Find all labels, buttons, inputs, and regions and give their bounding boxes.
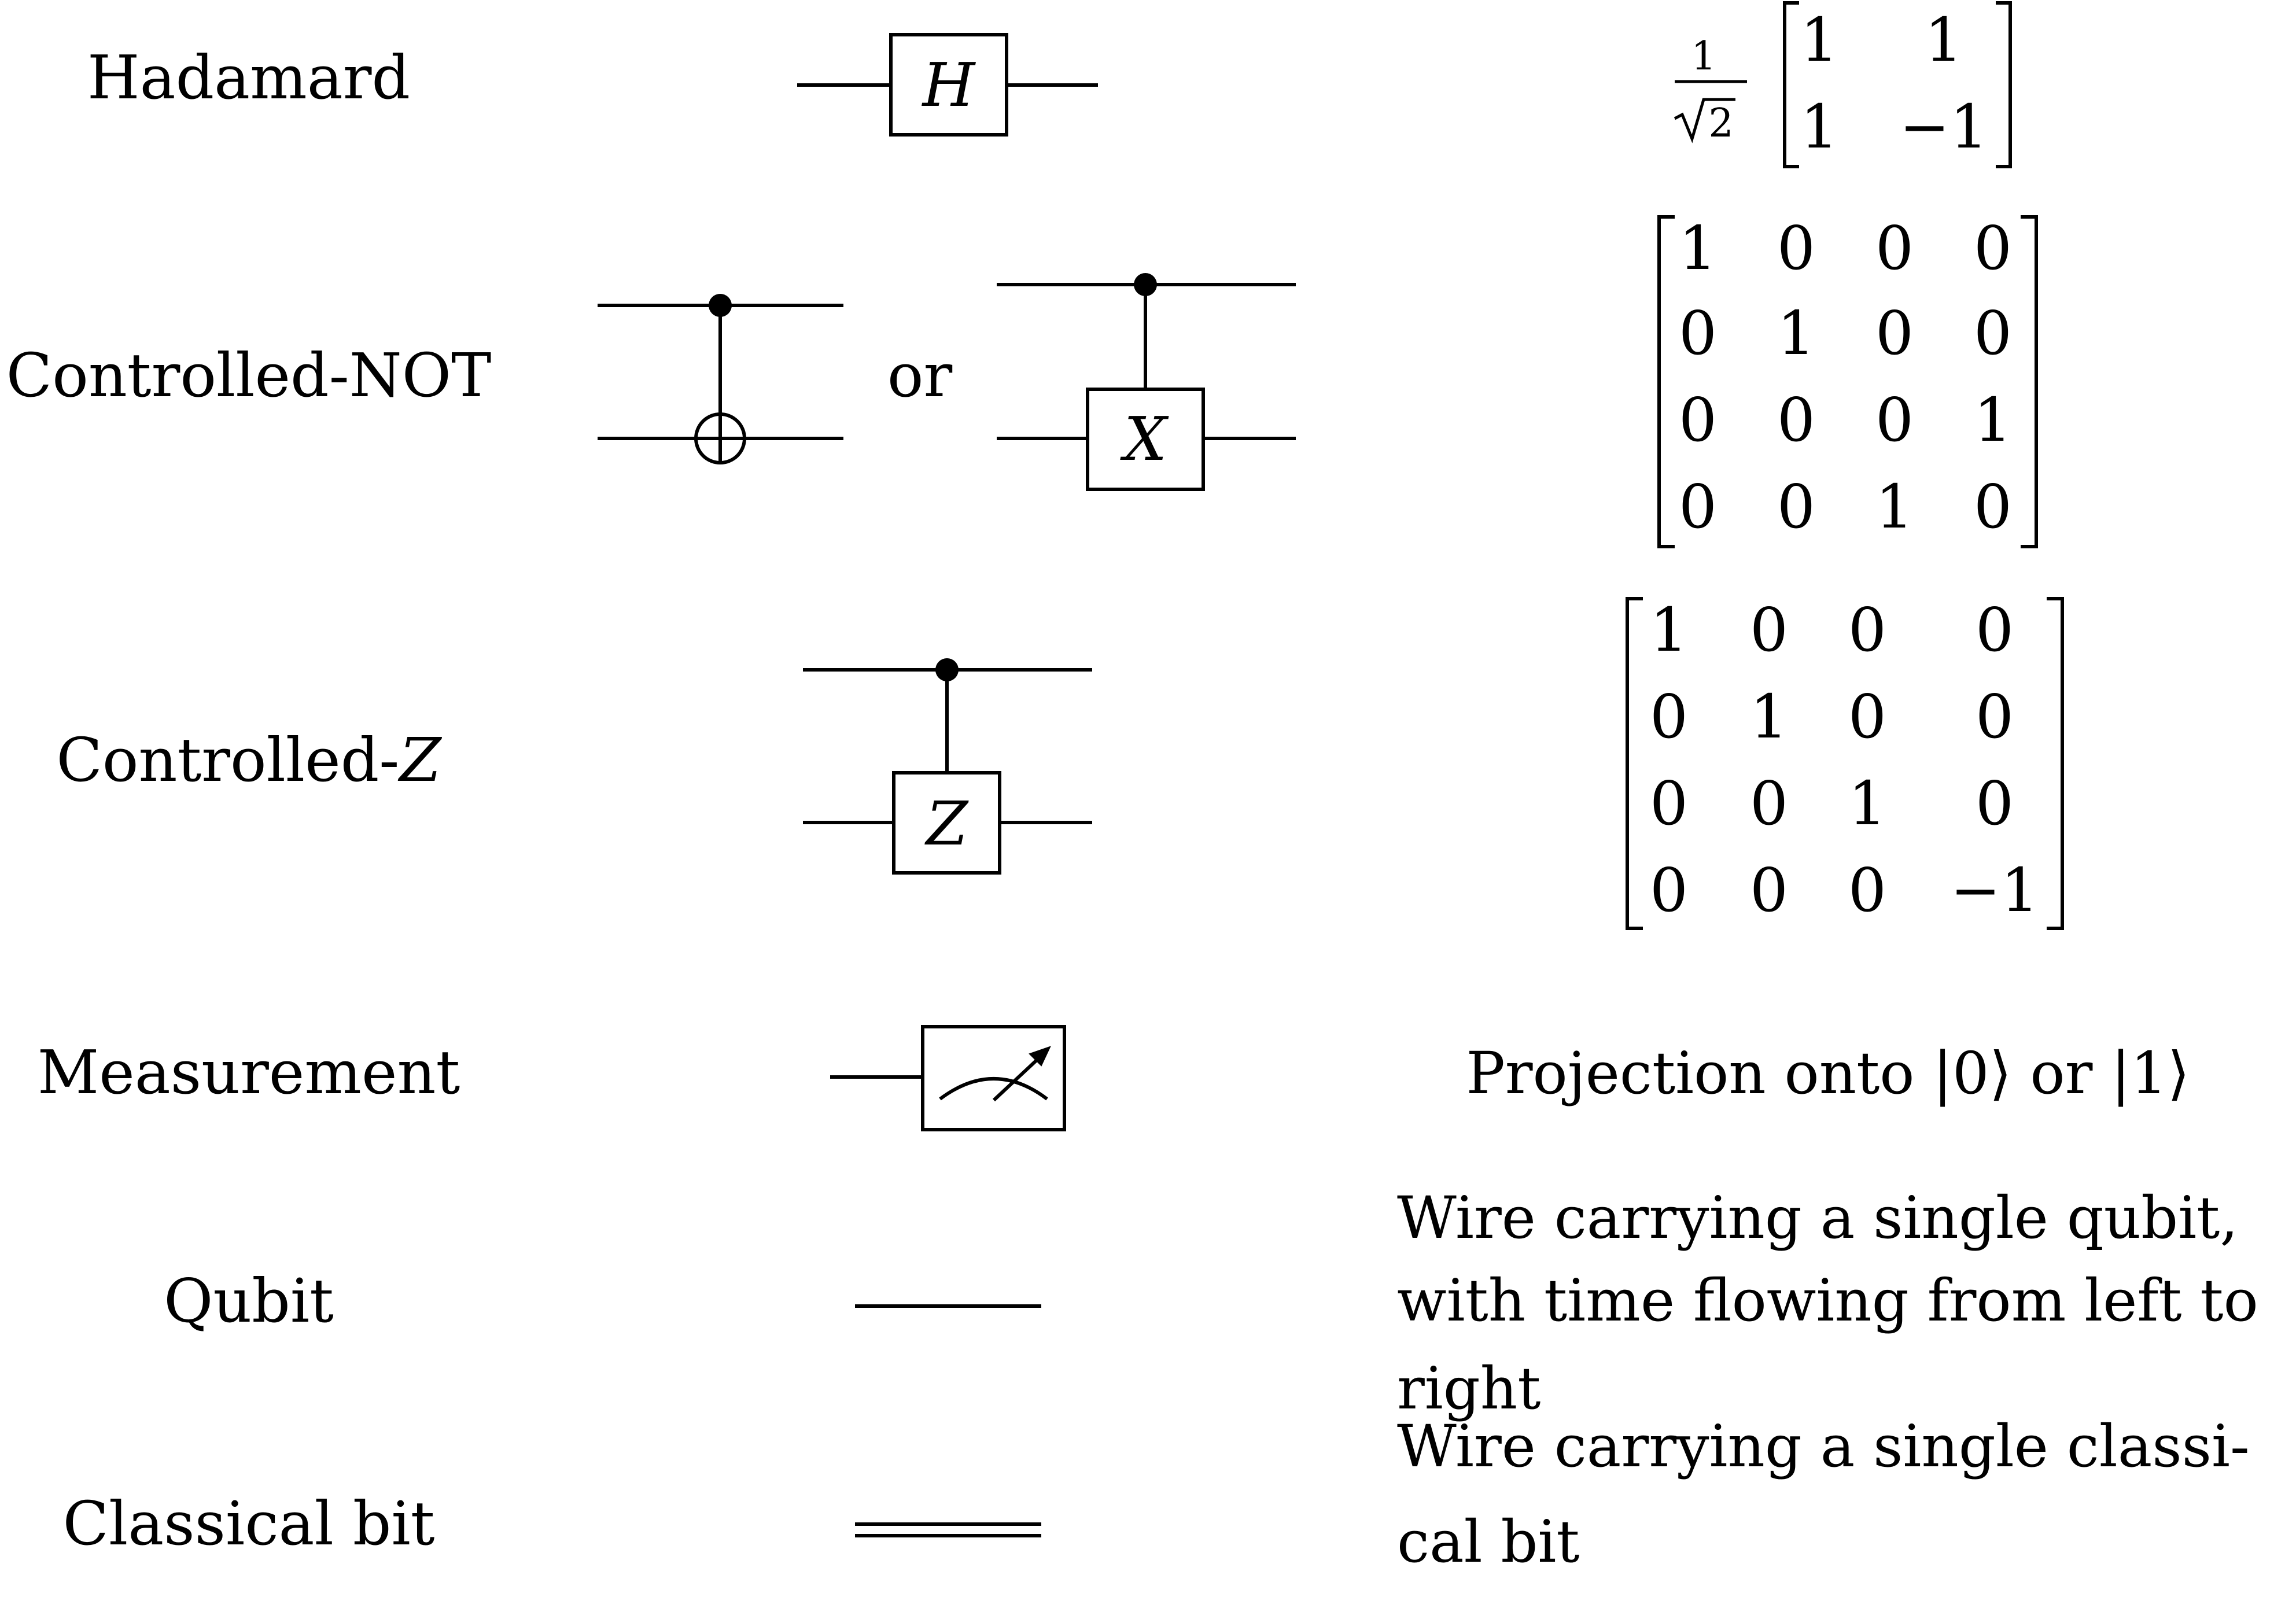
- matrix-cell: −1: [1899, 91, 1988, 162]
- matrix-cell: 0: [1679, 385, 1717, 455]
- hadamard-gate-symbol: H: [922, 50, 976, 120]
- row-controlled-z: Controlled-Z Z 1 0 0 0 0 1 0 0 0 0 1 0 0…: [56, 595, 2064, 930]
- matrix-cell: 0: [1679, 298, 1717, 368]
- row-qubit: Qubit Wire carrying a single qubit, with…: [164, 1184, 2258, 1422]
- cnot-matrix-left-bracket: [1657, 215, 1675, 548]
- matrix-cell: 1: [1875, 471, 1914, 542]
- hadamard-prefactor: 1 2: [1674, 34, 1747, 146]
- row-measurement: Measurement Projection onto |0⟩ or |1⟩: [38, 1025, 2190, 1131]
- cz-gate-box: [892, 771, 1001, 875]
- matrix-cell: 0: [1976, 595, 2014, 665]
- matrix-cell: 0: [1848, 595, 1886, 665]
- matrix-cell: 0: [1750, 595, 1788, 665]
- classical-bit-description-line: Wire carrying a single classi-: [1397, 1412, 2250, 1480]
- classical-bit-description-line: cal bit: [1397, 1508, 1580, 1576]
- cz-label: Controlled-Z: [56, 725, 442, 795]
- matrix-cell: 0: [1848, 855, 1886, 925]
- cz-label-prefix: Controlled-: [56, 725, 399, 795]
- control-dot-icon: [1134, 273, 1157, 296]
- hadamard-label: Hadamard: [87, 42, 410, 113]
- matrix-cell: 0: [1750, 855, 1788, 925]
- matrix-cell: −1: [1950, 855, 2039, 925]
- cnot-or-label: or: [887, 340, 953, 411]
- qubit-description-line: with time flowing from left to: [1397, 1267, 2258, 1334]
- qubit-description-line: right: [1397, 1355, 1541, 1422]
- matrix-cell: 1: [1777, 298, 1815, 368]
- measurement-label: Measurement: [38, 1037, 460, 1108]
- measurement-gate-box: [921, 1025, 1066, 1131]
- cnot-x-gate-box: [1086, 388, 1205, 491]
- qubit-description-line: Wire carrying a single qubit,: [1397, 1184, 2238, 1252]
- qubit-label: Qubit: [164, 1266, 334, 1336]
- matrix-cell: 0: [1777, 213, 1815, 283]
- row-cnot: Controlled-NOT or X 1 0 0 0 0 1 0 0 0 0 …: [6, 213, 2038, 548]
- matrix-cell: 0: [1976, 768, 2014, 839]
- matrix-cell: 0: [1848, 681, 1886, 752]
- hadamard-matrix-right-bracket: [1996, 1, 2012, 168]
- row-classical-bit: Classical bit Wire carrying a single cla…: [62, 1412, 2249, 1576]
- matrix-cell: 0: [1650, 855, 1688, 925]
- matrix-cell: 1: [1925, 5, 1963, 75]
- matrix-cell: 0: [1974, 471, 2012, 542]
- matrix-cell: 0: [1875, 298, 1914, 368]
- matrix-cell: 0: [1777, 385, 1815, 455]
- cnot-label: Controlled-NOT: [6, 340, 492, 411]
- matrix-cell: 1: [1800, 5, 1838, 75]
- matrix-cell: 0: [1974, 298, 2012, 368]
- matrix-cell: 1: [1750, 681, 1788, 752]
- cz-matrix-left-bracket: [1626, 597, 1643, 930]
- matrix-cell: 0: [1750, 768, 1788, 839]
- cz-label-symbol: Z: [397, 725, 442, 795]
- prefactor-numerator: 1: [1691, 34, 1716, 79]
- matrix-cell: 1: [1679, 213, 1717, 283]
- matrix-cell: 0: [1974, 213, 2012, 283]
- row-hadamard: Hadamard H 1 2 1 1 1 −1: [87, 1, 2012, 168]
- cz-matrix-right-bracket: [2047, 597, 2064, 930]
- matrix-cell: 0: [1679, 471, 1717, 542]
- matrix-cell: 0: [1875, 385, 1914, 455]
- matrix-cell: 0: [1976, 681, 2014, 752]
- matrix-cell: 1: [1848, 768, 1886, 839]
- matrix-cell: 1: [1800, 91, 1838, 162]
- oplus-target-icon: [694, 412, 746, 464]
- sqrt-icon: [1674, 98, 1735, 143]
- control-dot-icon: [935, 658, 959, 681]
- cz-gate-symbol: Z: [924, 788, 969, 859]
- matrix-cell: 1: [1974, 385, 2012, 455]
- meter-icon: [939, 1046, 1051, 1102]
- measurement-description: Projection onto |0⟩ or |1⟩: [1466, 1039, 2190, 1107]
- control-dot-icon: [709, 294, 732, 317]
- matrix-cell: 0: [1777, 471, 1815, 542]
- cnot-gate-symbol: X: [1120, 404, 1169, 474]
- classical-wire: [855, 1522, 1041, 1537]
- matrix-cell: 0: [1650, 681, 1688, 752]
- prefactor-denominator: 2: [1708, 101, 1733, 146]
- classical-bit-label: Classical bit: [62, 1488, 434, 1559]
- hadamard-matrix-left-bracket: [1783, 1, 1799, 168]
- matrix-cell: 1: [1650, 595, 1688, 665]
- cnot-matrix-right-bracket: [2021, 215, 2038, 548]
- matrix-cell: 0: [1650, 768, 1688, 839]
- matrix-cell: 0: [1875, 213, 1914, 283]
